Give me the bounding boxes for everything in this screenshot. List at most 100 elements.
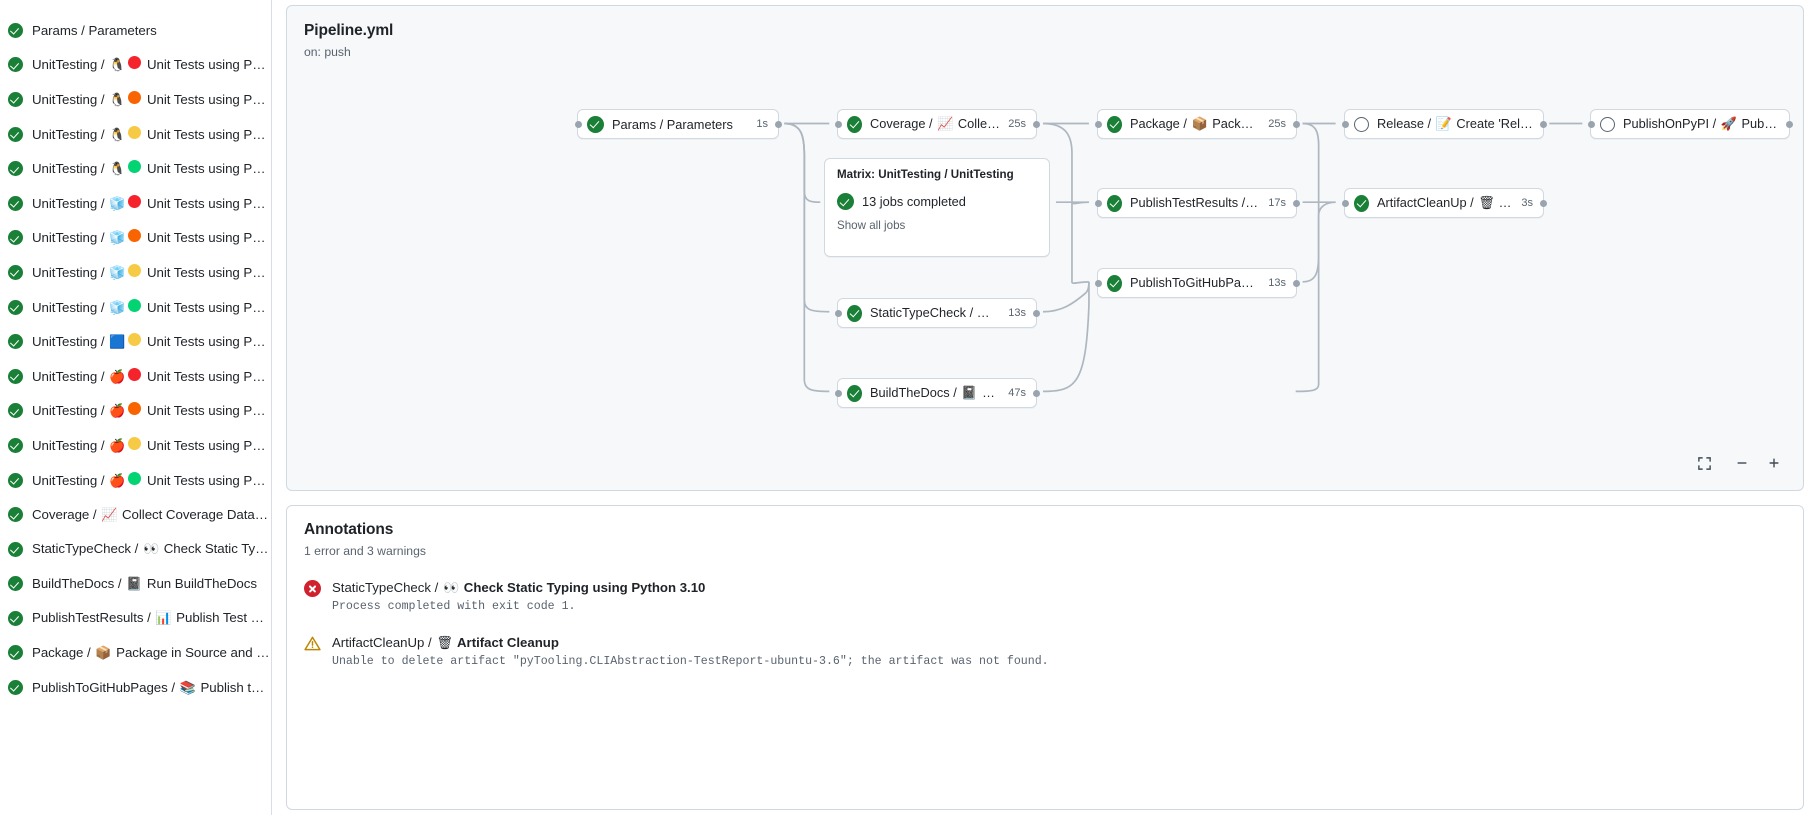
sidebar-item-label: StaticTypeCheck / 👀 Check Static Typing.… — [32, 541, 271, 557]
node-port-right — [1032, 389, 1040, 397]
sidebar-item-16[interactable]: BuildTheDocs / 📓 Run BuildTheDocs — [0, 567, 271, 602]
node-port-right — [1292, 199, 1300, 207]
sidebar-item-label: Package / 📦 Package in Source and Wh... — [32, 644, 271, 660]
show-all-jobs-link[interactable]: Show all jobs — [837, 219, 906, 232]
workflow-graph-panel: Pipeline.yml on: push — [286, 5, 1804, 491]
python-version-dot — [128, 402, 142, 416]
graph-node-coverage[interactable]: Coverage / 📈 Collect Cove...25s — [834, 109, 1040, 139]
window-icon: 🟦 — [109, 334, 126, 350]
graph-node-testresults[interactable]: PublishTestResults / 📊 Pu... 17s — [1094, 188, 1300, 218]
status-success-icon — [1354, 194, 1369, 212]
zoom-controls[interactable] — [1693, 452, 1785, 474]
sidebar-item-0[interactable]: Params / Parameters — [0, 13, 271, 48]
node-port-left — [1341, 199, 1349, 207]
python-version-dot — [128, 90, 142, 104]
graph-node-label: PublishTestResults / 📊 Pu... — [1130, 195, 1260, 211]
sidebar-item-label: UnitTesting / 🟦 Unit Tests using Pyth... — [32, 333, 271, 350]
fullscreen-icon[interactable] — [1693, 452, 1715, 474]
sidebar-item-17[interactable]: PublishTestResults / 📊 Publish Test Resu… — [0, 601, 271, 636]
sidebar-item-11[interactable]: UnitTesting / 🍎 Unit Tests using Pyth... — [0, 394, 271, 429]
status-success-icon — [847, 304, 862, 322]
graph-node-params[interactable]: Params / Parameters 1s — [574, 109, 782, 139]
node-port-left — [1587, 120, 1595, 128]
apple-icon: 🍎 — [109, 368, 126, 384]
graph-node-duration: 17s — [1268, 197, 1286, 209]
node-port-left — [1094, 199, 1102, 207]
node-left-group: PublishToGitHubPages / 📚 ... — [1107, 274, 1260, 292]
status-success-icon — [1107, 274, 1122, 292]
sidebar-item-18[interactable]: Package / 📦 Package in Source and Wh... — [0, 636, 271, 671]
status-pending-icon — [1600, 116, 1615, 132]
graph-header: Pipeline.yml on: push — [287, 6, 1803, 59]
status-success-icon — [8, 161, 23, 177]
sidebar-item-7[interactable]: UnitTesting / 🧊 Unit Tests using Pyth... — [0, 255, 271, 290]
graph-canvas[interactable]: Params / Parameters 1s Coverage / 📈 Collec… — [287, 6, 1803, 490]
graph-node-label: StaticTypeCheck / 👀 Chec... — [870, 305, 1000, 320]
node-left-group: Params / Parameters — [587, 115, 733, 133]
graph-node-statictype[interactable]: StaticTypeCheck / 👀 Chec... 13s — [834, 298, 1040, 328]
sidebar-item-4[interactable]: UnitTesting / 🐧 Unit Tests using Pyth... — [0, 151, 271, 186]
sidebar-item-3[interactable]: UnitTesting / 🐧 Unit Tests using Pyth... — [0, 117, 271, 152]
sidebar-item-6[interactable]: UnitTesting / 🧊 Unit Tests using Pyth... — [0, 221, 271, 256]
sidebar-item-9[interactable]: UnitTesting / 🟦 Unit Tests using Pyth... — [0, 324, 271, 359]
status-success-icon — [8, 507, 23, 523]
graph-node-release[interactable]: Release / 📝 Create 'Release P... — [1341, 109, 1547, 139]
graph-node-duration: 1s — [756, 118, 768, 130]
python-version-dot — [128, 229, 142, 243]
sidebar-item-8[interactable]: UnitTesting / 🧊 Unit Tests using Pyth... — [0, 290, 271, 325]
sidebar-item-12[interactable]: UnitTesting / 🍎 Unit Tests using Pyth... — [0, 428, 271, 463]
sidebar-item-label: PublishToGitHubPages / 📚 Publish to G... — [32, 679, 271, 695]
sidebar-item-label: UnitTesting / 🍎 Unit Tests using Pyth... — [32, 367, 271, 384]
python-version-dot — [128, 160, 142, 174]
graph-node-duration: 3s — [1521, 197, 1533, 209]
sidebar-item-10[interactable]: UnitTesting / 🍎 Unit Tests using Pyth... — [0, 359, 271, 394]
graph-node-builddocs[interactable]: BuildTheDocs / 📓 Run Buil...47s — [834, 378, 1040, 408]
status-success-icon — [8, 576, 23, 592]
warning-icon — [304, 635, 321, 652]
graph-node-label: Params / Parameters — [612, 116, 733, 132]
node-port-left — [574, 120, 582, 128]
status-pending-icon — [1354, 116, 1369, 132]
sidebar-item-label: UnitTesting / 🐧 Unit Tests using Pyth... — [32, 56, 271, 73]
zoom-out-button[interactable] — [1731, 452, 1753, 474]
node-port-right — [1292, 279, 1300, 287]
graph-node-duration: 13s — [1008, 307, 1026, 319]
graph-node-ghpages[interactable]: PublishToGitHubPages / 📚 ...13s — [1094, 268, 1300, 298]
annotations-list: StaticTypeCheck / 👀 Check Static Typing … — [287, 558, 1803, 668]
graph-node-pypi[interactable]: PublishOnPyPI / 🚀 Publish to ... — [1587, 109, 1793, 139]
graph-node-package[interactable]: Package / 📦 Package in So...25s — [1094, 109, 1300, 139]
status-success-icon — [8, 299, 23, 315]
status-success-icon — [1107, 194, 1122, 212]
annotation-heading: ArtifactCleanUp / 🗑 Artifact Cleanup — [332, 635, 559, 650]
sidebar-item-1[interactable]: UnitTesting / 🐧 Unit Tests using Pyth... — [0, 48, 271, 83]
sidebar-item-13[interactable]: UnitTesting / 🍎 Unit Tests using Pyth... — [0, 463, 271, 498]
sidebar-item-2[interactable]: UnitTesting / 🐧 Unit Tests using Pyth... — [0, 82, 271, 117]
eyes-icon: 👀 — [142, 541, 160, 557]
graph-node-label: Package / 📦 Package in So... — [1130, 116, 1261, 131]
annotation-message: Unable to delete artifact "pyTooling.CLI… — [332, 655, 1049, 668]
matrix-jobs-label: 13 jobs completed — [862, 194, 966, 209]
python-version-dot — [128, 333, 142, 347]
python-version-dot — [128, 367, 142, 381]
sidebar-item-14[interactable]: Coverage / 📈 Collect Coverage Data usi..… — [0, 497, 271, 532]
status-success-icon — [1107, 115, 1122, 133]
zoom-in-button[interactable] — [1763, 452, 1785, 474]
status-success-icon — [8, 403, 23, 419]
status-success-icon — [8, 645, 23, 661]
sidebar-item-15[interactable]: StaticTypeCheck / 👀 Check Static Typing.… — [0, 532, 271, 567]
page-title: Pipeline.yml — [304, 22, 394, 39]
sidebar-item-19[interactable]: PublishToGitHubPages / 📚 Publish to G... — [0, 670, 271, 705]
graph-node-label: ArtifactCleanUp / 🗑 Artifac... — [1377, 195, 1513, 210]
node-port-right — [1032, 120, 1040, 128]
sidebar-item-5[interactable]: UnitTesting / 🧊 Unit Tests using Pyth... — [0, 186, 271, 221]
memo-icon: 📝 — [1435, 116, 1452, 131]
eyes-icon: 👀 — [442, 580, 460, 595]
graph-node-cleanup[interactable]: ArtifactCleanUp / 🗑 Artifac... 3s — [1341, 188, 1547, 218]
node-left-group: Package / 📦 Package in So... — [1107, 115, 1261, 133]
status-success-icon — [847, 384, 862, 402]
penguin-icon: 🐧 — [109, 161, 126, 177]
